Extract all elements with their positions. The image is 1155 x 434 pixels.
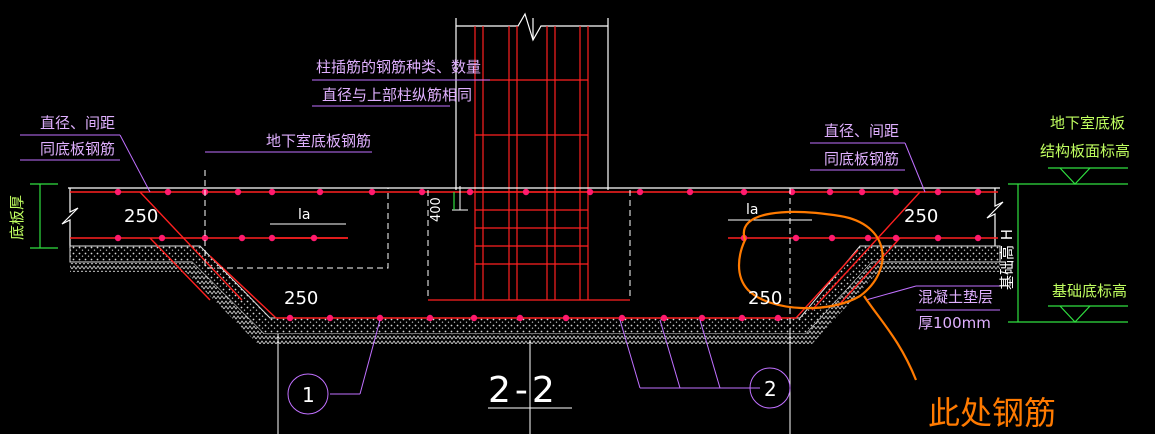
slab-elev-label-2: 结构板面标高: [1040, 142, 1130, 160]
rebar-dot: [792, 234, 800, 242]
circle-2-label: 2: [764, 377, 777, 401]
rebar-dot: [934, 234, 942, 242]
cushion-label-1: 混凝土垫层: [918, 288, 993, 306]
dim-250-b: 250: [284, 288, 318, 309]
rebar-dot: [586, 188, 594, 196]
rebar-dot: [660, 314, 668, 322]
rebar-dot: [864, 234, 872, 242]
right-dia-label-2: 同底板钢筋: [824, 150, 899, 168]
dim-250-c: 250: [904, 206, 938, 227]
rebar-dot: [316, 188, 324, 196]
rebar-dot: [636, 188, 644, 196]
dim-250-d: 250: [748, 288, 782, 309]
rebar-dot: [774, 314, 782, 322]
column-rebar-label-2: 直径与上部柱纵筋相同: [322, 86, 472, 104]
left-dia-label-2: 同底板钢筋: [40, 140, 115, 158]
elevation-marks: [30, 167, 1128, 323]
la-right: la: [746, 202, 758, 218]
slab-rebar: [70, 191, 998, 319]
rebar-dot: [164, 188, 172, 196]
rebar-dot: [522, 188, 530, 196]
orange-annotation: [737, 210, 918, 381]
rebar-dot: [238, 234, 246, 242]
rebar-dot: [234, 188, 242, 196]
left-dia-label-1: 直径、间距: [40, 114, 115, 132]
cushion-label-2: 厚100mm: [918, 314, 991, 332]
found-elev-label: 基础底标高: [1052, 282, 1127, 300]
rebar-dot: [698, 314, 706, 322]
rebar-dot: [466, 188, 474, 196]
rebar-dot: [470, 314, 478, 322]
rebar-dot: [114, 188, 122, 196]
rebar-dot: [516, 314, 524, 322]
rebar-dot: [286, 314, 294, 322]
rebar-dot: [114, 234, 122, 242]
dimension-lines: [270, 186, 812, 409]
rebar-dot: [828, 234, 836, 242]
rebar-dot: [686, 188, 694, 196]
circle-1-label: 1: [302, 383, 315, 407]
annotation-text: 此处钢筋: [928, 394, 1056, 432]
labels: 柱插筋的钢筋种类、数量 直径与上部柱纵筋相同 直径、间距 同底板钢筋 地下室底板…: [8, 58, 1130, 432]
slab-thick-label: 底板厚: [8, 195, 26, 240]
soil-layer: [70, 262, 1000, 344]
rebar-dot: [738, 314, 746, 322]
leader-lines: [20, 79, 1000, 415]
dim-400: 400: [429, 197, 444, 222]
column-rebar: [428, 26, 630, 301]
rebar-dot: [892, 188, 900, 196]
rebar-dot: [892, 234, 900, 242]
rebar-dot: [974, 188, 982, 196]
rebar-dot: [376, 314, 384, 322]
rebar-dot: [826, 188, 834, 196]
right-dia-label-1: 直径、间距: [824, 122, 899, 140]
rebar-dot: [418, 188, 426, 196]
rebar-dot: [326, 314, 334, 322]
slab-rebar-label: 地下室底板钢筋: [266, 132, 371, 150]
rebar-dot: [368, 188, 376, 196]
rebar-dot: [158, 234, 166, 242]
rebar-dot: [201, 234, 209, 242]
rebar-dot: [934, 188, 942, 196]
column-rebar-label-1: 柱插筋的钢筋种类、数量: [316, 58, 481, 76]
rebar-dot: [974, 234, 982, 242]
dim-250-a: 250: [124, 206, 158, 227]
rebar-dot: [268, 188, 276, 196]
rebar-dot: [858, 188, 866, 196]
slab-outline: [61, 187, 1004, 248]
rebar-dot: [740, 188, 748, 196]
found-height-label: 基础高 H: [998, 229, 1016, 290]
column-outline: [455, 12, 609, 190]
rebar-dot: [310, 234, 318, 242]
rebar-dot: [618, 314, 626, 322]
slab-elev-label-1: 地下室底板: [1050, 114, 1125, 132]
rebar-dot: [562, 314, 570, 322]
dashed-outlines: [204, 170, 791, 340]
section-title: 2-2: [488, 370, 559, 411]
la-left: la: [298, 207, 310, 223]
rebar-dot: [268, 234, 276, 242]
rebar-dot: [426, 314, 434, 322]
